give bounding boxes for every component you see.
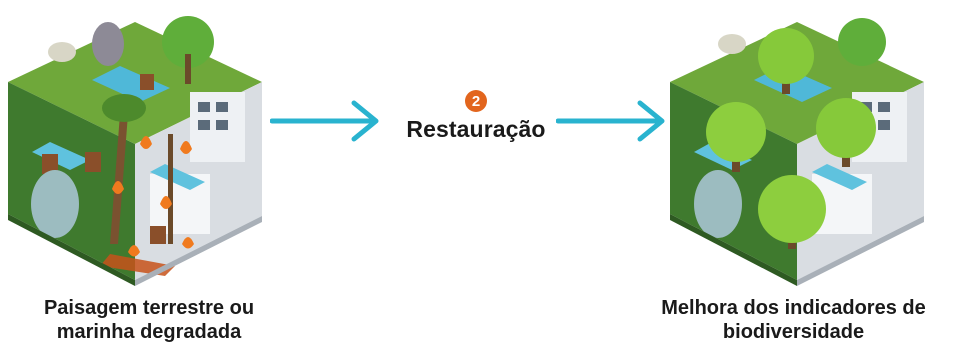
step-label: Restauração (406, 116, 546, 142)
degraded-cube-graphic (8, 16, 262, 286)
arrow-right-graphic (556, 100, 665, 142)
step-restoration: 2 Restauração (392, 90, 560, 143)
step-number-badge: 2 (465, 90, 487, 112)
arrow-right-icon (270, 98, 382, 144)
degraded-landscape-caption: Paisagem terrestre ou marinha degradada (0, 296, 298, 344)
arrow-right-icon (556, 98, 668, 144)
caption-line: biodiversidade (722, 321, 865, 343)
caption-line: Paisagem terrestre ou (43, 297, 255, 319)
degraded-landscape-illustration (0, 4, 270, 286)
caption-line: marinha degradada (56, 321, 242, 343)
restored-cube-graphic (670, 18, 924, 286)
restored-landscape-illustration (662, 4, 932, 286)
arrow-left-graphic (270, 100, 379, 142)
caption-line: Melhora dos indicadores de (661, 297, 926, 319)
biodiversity-caption: Melhora dos indicadores de biodiversidad… (632, 296, 955, 344)
